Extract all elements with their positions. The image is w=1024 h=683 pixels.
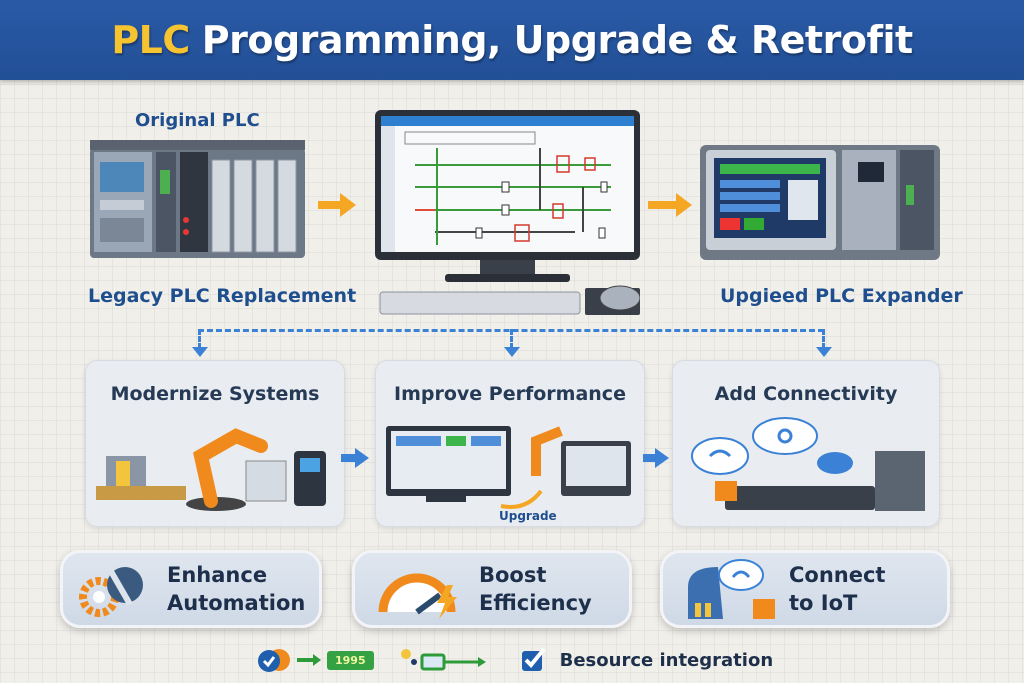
card-connect-iot: Connect to IoT bbox=[660, 550, 950, 628]
card-line2: Efficiency bbox=[479, 591, 592, 615]
panel-improve-performance: Improve Performance Upgrade bbox=[375, 360, 645, 527]
status-badge: 1995 bbox=[327, 650, 374, 670]
panel-title: Improve Performance bbox=[394, 383, 626, 405]
arrow-down-icon bbox=[192, 347, 208, 357]
card-line1: Boost bbox=[479, 563, 547, 587]
upgraded-plc-illustration bbox=[700, 140, 940, 265]
arrow-down-icon bbox=[504, 347, 520, 357]
upgrade-label: Upgrade bbox=[499, 509, 557, 523]
panel-modernize-systems: Modernize Systems bbox=[85, 360, 345, 527]
arrow-down-icon bbox=[816, 347, 832, 357]
legacy-plc-illustration bbox=[90, 140, 305, 260]
cloud-wifi-icon bbox=[688, 559, 775, 619]
hmi-dashboard-illustration bbox=[386, 426, 631, 509]
arrow-right-icon bbox=[355, 448, 369, 468]
connector-drop bbox=[822, 329, 825, 349]
legacy-plc-caption: Legacy PLC Replacement bbox=[88, 285, 357, 307]
card-line1: Enhance bbox=[167, 563, 268, 587]
arrow-shaft bbox=[318, 201, 342, 209]
connector-drop bbox=[510, 329, 513, 349]
panel-title: Modernize Systems bbox=[110, 383, 320, 405]
arrow-right-icon bbox=[676, 193, 692, 217]
arrow-right-icon bbox=[655, 448, 669, 468]
gauge-icon bbox=[378, 573, 457, 619]
upgraded-plc-caption: Upgieed PLC Expander bbox=[720, 285, 963, 307]
panel-add-connectivity: Add Connectivity bbox=[672, 360, 940, 527]
computer-monitor-ladder-logic bbox=[375, 110, 641, 315]
checkbox-icon bbox=[521, 647, 546, 671]
connector-drop bbox=[198, 329, 201, 349]
footer-row: 1995 Besource integration bbox=[255, 645, 775, 675]
connector-icon bbox=[400, 649, 486, 671]
gear-wrench-icon bbox=[79, 567, 143, 617]
original-plc-label: Original PLC bbox=[135, 110, 260, 131]
arrow-shaft bbox=[648, 201, 678, 209]
panel-title: Add Connectivity bbox=[714, 383, 898, 405]
arrow-shaft bbox=[341, 454, 357, 462]
arrow-right-icon bbox=[340, 193, 356, 217]
card-line2: to IoT bbox=[789, 591, 858, 615]
card-line2: Automation bbox=[167, 591, 306, 615]
card-line1: Connect bbox=[789, 563, 886, 587]
footer-text: Besource integration bbox=[559, 649, 774, 671]
check-badge-icon bbox=[258, 649, 290, 672]
robot-arm-illustration bbox=[96, 428, 326, 511]
arrow-right-icon bbox=[297, 654, 321, 666]
arrow-shaft bbox=[643, 454, 657, 462]
iot-network-illustration bbox=[691, 417, 925, 511]
